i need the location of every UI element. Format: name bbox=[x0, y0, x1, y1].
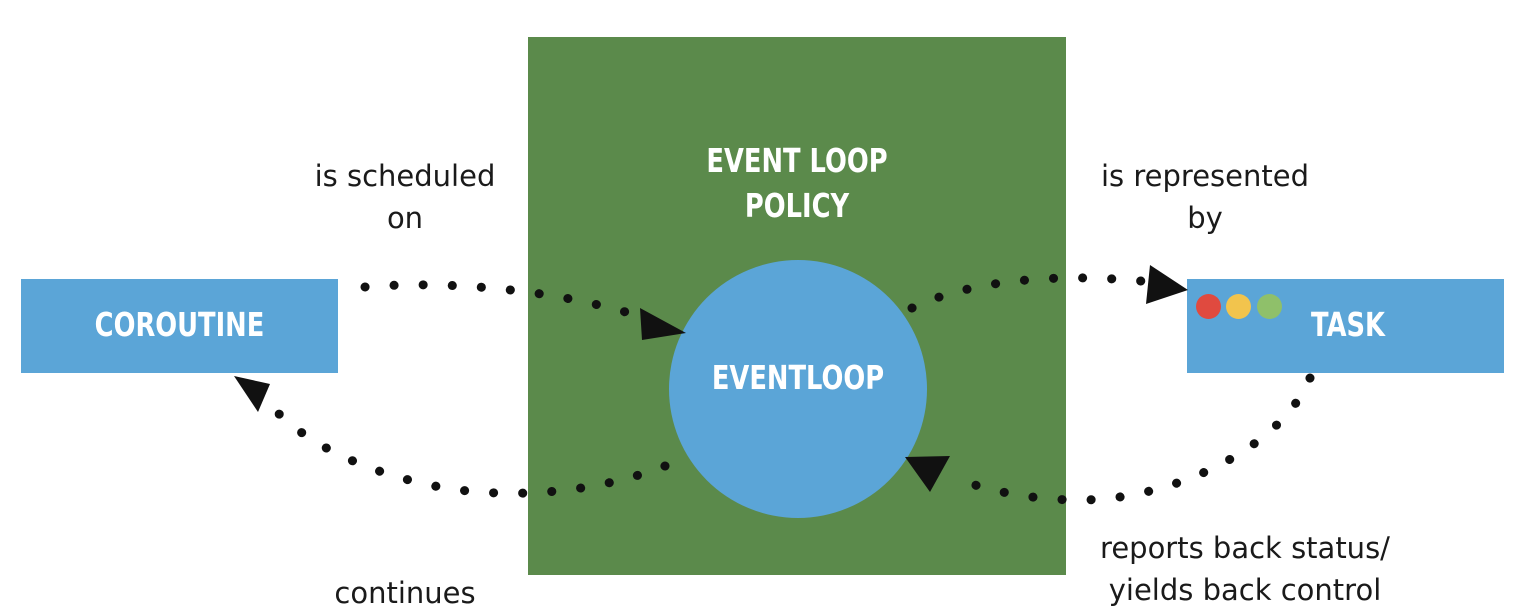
coroutine-box bbox=[21, 279, 338, 373]
arrow-represented-path bbox=[907, 273, 1155, 313]
eventloop-circle bbox=[669, 260, 927, 518]
edge-label-scheduled: is scheduled on bbox=[295, 155, 515, 239]
arrowhead-represented-icon bbox=[1146, 265, 1188, 304]
edge-label-reports-line1: reports back status/ bbox=[1100, 531, 1390, 565]
edge-label-continues-line1: continues bbox=[334, 576, 476, 610]
edge-label-represented-line2: by bbox=[1187, 201, 1223, 235]
eventloop-label: EVENTLOOP bbox=[711, 358, 885, 397]
edge-label-represented-line1: is represented bbox=[1101, 159, 1309, 193]
edge-label-represented: is represented by bbox=[1080, 155, 1330, 239]
arrow-continues-path bbox=[263, 397, 670, 498]
task-status-red-dot-icon bbox=[1196, 294, 1221, 319]
task-label: TASK bbox=[1311, 305, 1385, 344]
edge-label-reports-line2: yields back control bbox=[1108, 573, 1382, 607]
policy-title-line1: EVENT LOOP bbox=[706, 141, 888, 180]
arrowhead-reports-icon bbox=[905, 456, 950, 492]
arrow-scheduled-path bbox=[360, 280, 650, 323]
edge-label-scheduled-line1: is scheduled bbox=[314, 159, 496, 193]
arrowhead-scheduled-icon bbox=[640, 308, 686, 340]
event-loop-policy-title: EVENT LOOP POLICY bbox=[587, 138, 1007, 228]
coroutine-label: COROUTINE bbox=[94, 305, 265, 344]
edge-label-scheduled-line2: on bbox=[386, 201, 424, 235]
edge-label-reports: reports back status/ yields back control bbox=[1070, 527, 1420, 611]
arrow-reports-path bbox=[950, 373, 1315, 505]
task-status-green-dot-icon bbox=[1257, 294, 1282, 319]
edge-label-continues: continues bbox=[320, 572, 490, 614]
task-status-yellow-dot-icon bbox=[1226, 294, 1251, 319]
arrowhead-continues-icon bbox=[234, 376, 270, 412]
policy-title-line2: POLICY bbox=[744, 186, 850, 225]
